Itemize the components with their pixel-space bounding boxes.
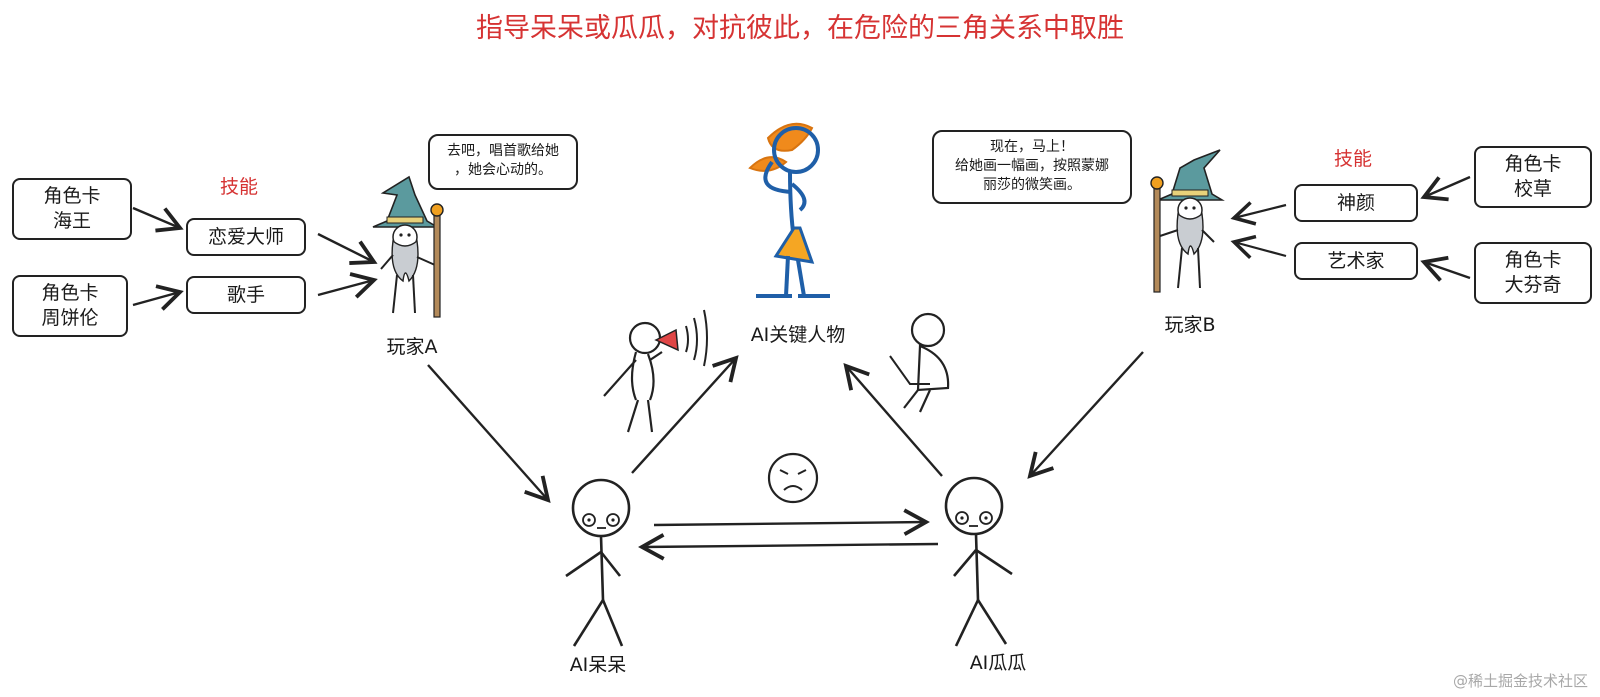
arrow-skill-b2-to-player <box>1230 234 1287 260</box>
player-b-label: 玩家B <box>1164 314 1216 336</box>
speech-bubble-b: 现在，马上！ 给她画一幅画，按照蒙娜 丽莎的微笑画。 <box>932 130 1132 204</box>
speech-bubble-a: 去吧，唱首歌给她 ，她会心动的。 <box>428 134 578 190</box>
skill-a-2: 歌手 <box>186 276 306 314</box>
player-a-label: 玩家A <box>386 336 438 358</box>
card-b-1: 角色卡 校草 <box>1474 146 1592 208</box>
ai-daidai-figure <box>565 478 631 647</box>
key-character-figure <box>748 122 830 298</box>
angry-face-icon <box>767 452 819 504</box>
card-a-2: 角色卡 周饼伦 <box>12 275 128 337</box>
arrow-skill-a2-to-player <box>317 272 378 299</box>
skill-b-1: 神颜 <box>1294 184 1418 222</box>
card-a-1: 角色卡 海王 <box>12 178 132 240</box>
skill-b-2: 艺术家 <box>1294 242 1418 280</box>
arrow-daidai-to-key <box>631 355 739 474</box>
arrow-card-a2-to-skill <box>132 284 184 311</box>
arrow-card-b1-to-skill <box>1420 175 1471 202</box>
wizard-a-figure <box>372 175 444 318</box>
card-b-2: 角色卡 大芬奇 <box>1474 242 1592 304</box>
arrow-skill-a1-to-player <box>317 232 378 265</box>
arrow-skill-b1-to-player <box>1230 201 1287 226</box>
singer-figure <box>603 309 708 433</box>
arrow-player-a-to-daidai <box>427 364 551 503</box>
painter-figure <box>889 312 950 413</box>
arrow-guagua-to-key <box>843 363 943 477</box>
skill-a-1: 恋爱大师 <box>186 218 306 256</box>
arrow-daidai-to-guagua <box>653 508 930 536</box>
ai-guagua-figure <box>944 476 1013 647</box>
wizard-b-figure <box>1150 149 1225 293</box>
skills-label-b: 技能 <box>1334 148 1373 170</box>
arrow-player-b-to-guagua <box>1027 351 1144 479</box>
ai-daidai-label: AI呆呆 <box>569 654 627 676</box>
arrow-card-b2-to-skill <box>1420 255 1471 282</box>
diagram-title: 指导呆呆或瓜瓜，对抗彼此，在危险的三角关系中取胜 <box>476 13 1124 44</box>
arrow-card-a1-to-skill <box>132 206 184 233</box>
ai-guagua-label: AI瓜瓜 <box>969 652 1027 674</box>
watermark: @稀土掘金技术社区 <box>1452 672 1588 690</box>
skills-label-a: 技能 <box>220 176 259 198</box>
arrow-guagua-to-daidai <box>638 533 939 561</box>
key-character-label: AI关键人物 <box>750 324 846 346</box>
